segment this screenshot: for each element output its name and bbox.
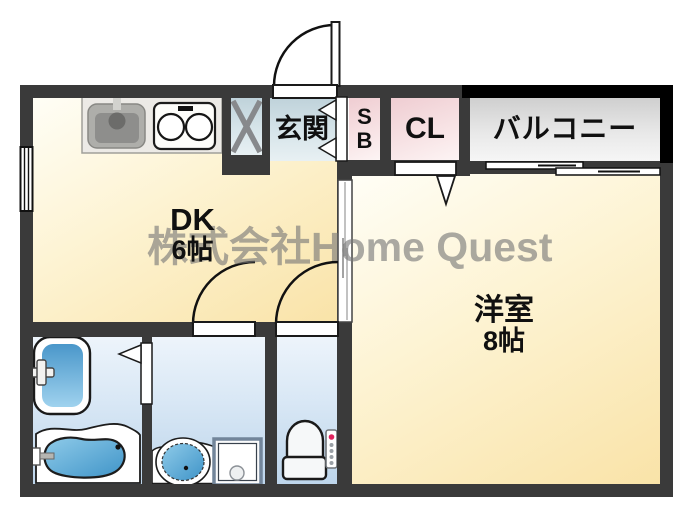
bathtub-icon [29,423,141,484]
dk-south-wall [33,322,337,337]
closet-floor [391,98,459,160]
entrance-step-icon [317,96,348,162]
balcony-frame-right [660,85,673,163]
dk-room-size: 6帖 [171,235,214,266]
shoe-box-line2: B [356,128,373,153]
closet-label-text: CL [405,112,445,146]
western-room-floor [352,174,660,484]
washroom-door-icon [191,260,256,337]
outer-wall-right [660,163,673,497]
entrance-side-wall [262,98,270,175]
entrance-label-text: 玄関 [275,113,329,144]
closet-label: CL [391,98,459,160]
dk-room-label: DK 6帖 [120,201,265,267]
washbasin-icon [28,335,92,416]
stove-icon [152,101,217,151]
closet-door-icon [394,161,457,207]
western-room-label: 洋室 8帖 [429,289,579,361]
shoe-box-label: S B [349,98,380,160]
sb-cl-divider-wall [380,98,391,161]
western-room-name: 洋室 [474,294,534,328]
vanity-sink-icon [151,437,217,487]
outer-wall-top [20,85,462,98]
bathroom-door-icon [117,342,153,405]
kitchen-sink-icon [87,96,146,149]
toilet-door-icon [274,260,339,337]
outer-wall-bottom [20,484,673,497]
sliding-door-icon [337,179,353,323]
balcony-floor [470,98,660,161]
window-icon [19,146,34,212]
refrigerator-space-icon [230,99,263,154]
shoe-box-floor [349,98,380,160]
cl-right-wall [459,98,470,161]
entrance-label: 玄関 [267,98,337,160]
washing-machine-pan-icon [212,437,263,487]
watermark: 株式会社Home Quest [147,224,553,270]
shoe-box-line1: S [357,103,372,129]
balcony-label-text: バルコニー [492,113,638,145]
entrance-corner-wall [222,155,270,175]
washroom-toilet-divider-wall [265,337,277,484]
kitchen-side-wall [222,98,231,175]
balcony-label: バルコニー [470,98,660,160]
entrance-door-icon [272,21,341,99]
bath-washroom-divider-wall [142,337,152,484]
balcony-frame-top [462,85,673,98]
dk-room-name: DK [170,201,215,237]
balcony-window-icon [485,161,661,176]
western-room-size: 8帖 [482,325,526,356]
